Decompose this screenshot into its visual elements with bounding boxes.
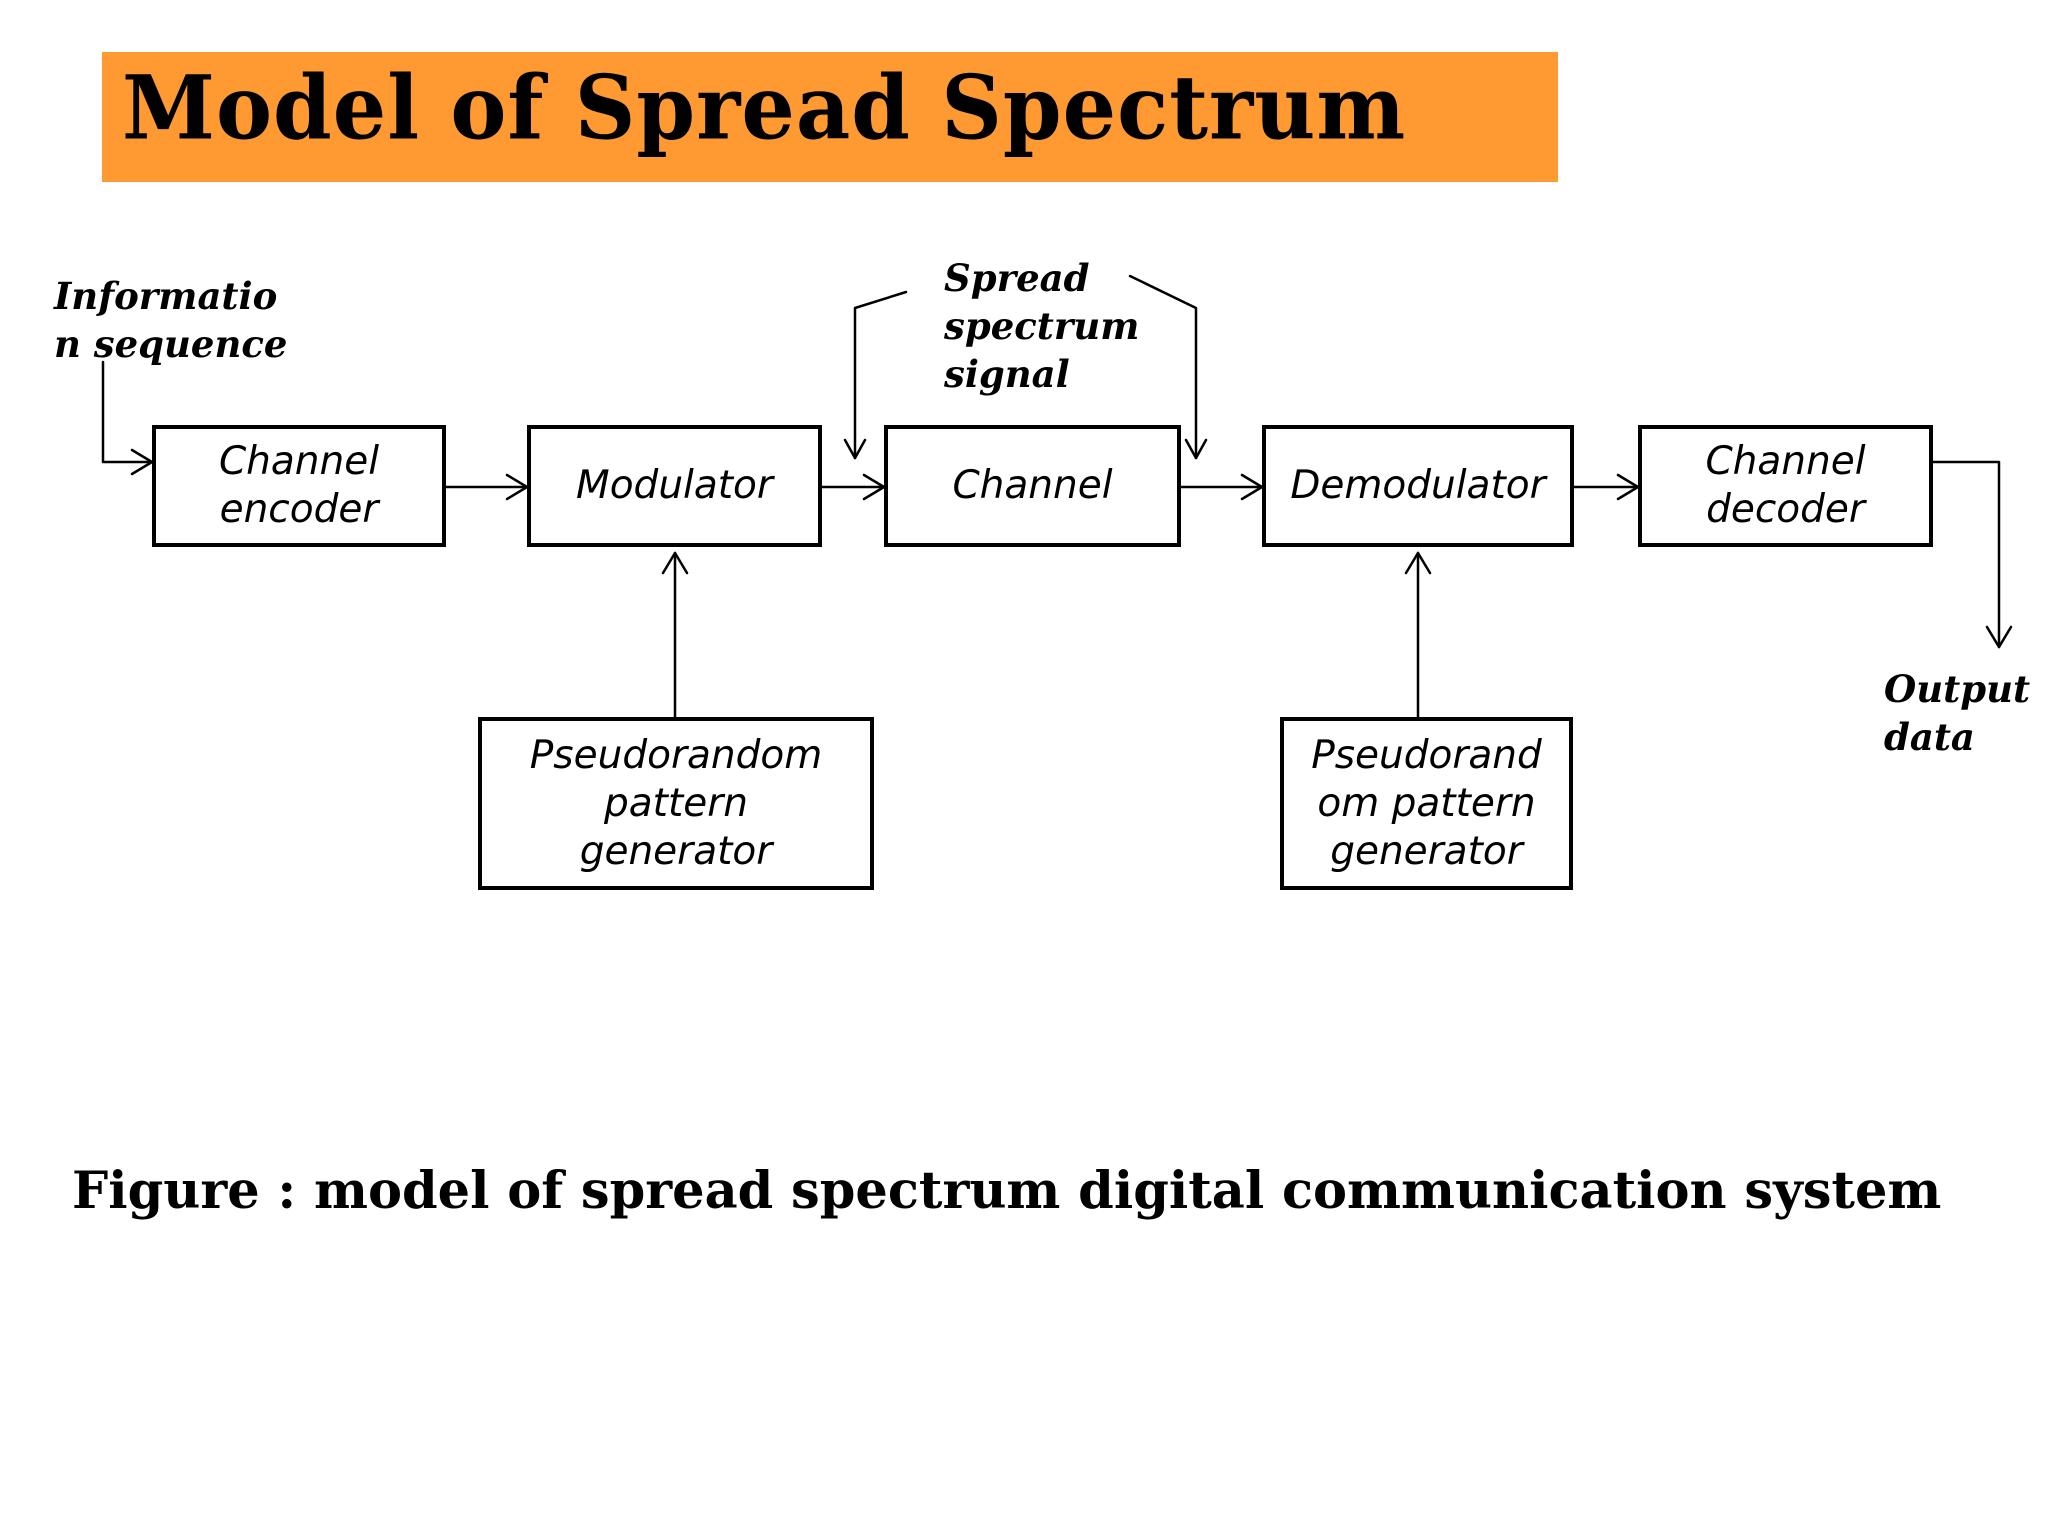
channel-decoder-block: Channel decoder: [1638, 425, 1933, 547]
modulator-block: Modulator: [527, 425, 822, 547]
input-label: Informatio n sequence: [54, 274, 288, 366]
channel-encoder-label: Channel encoder: [218, 439, 380, 532]
pn-tx-arrowhead: [661, 551, 689, 575]
title-banner: [102, 52, 1558, 182]
output-label: Output data: [1884, 667, 2031, 759]
spread-right-arrowhead: [1184, 438, 1208, 460]
channel-encoder-block: Channel encoder: [152, 425, 446, 547]
output-arrowhead: [1985, 625, 2013, 649]
pn-generator-rx-label: Pseudorand om pattern generator: [1311, 732, 1542, 874]
pn-rx-arrowhead: [1404, 551, 1432, 575]
spread-left-pointer: [853, 290, 908, 460]
spread-spectrum-label: Spread spectrum signal: [944, 256, 1140, 396]
page-title: Model of Spread Spectrum: [122, 55, 1407, 160]
spread-right-pointer: [1128, 274, 1198, 460]
modulator-label: Modulator: [576, 463, 773, 508]
output-arrow: [1931, 460, 2001, 649]
pn-generator-tx-label: Pseudorandom pattern generator: [529, 732, 823, 874]
demodulator-block: Demodulator: [1262, 425, 1574, 547]
pn-generator-rx-block: Pseudorand om pattern generator: [1280, 717, 1573, 890]
channel-block: Channel: [884, 425, 1181, 547]
spread-left-arrowhead: [843, 438, 867, 460]
demodulator-label: Demodulator: [1290, 463, 1546, 508]
pn-generator-tx-block: Pseudorandom pattern generator: [478, 717, 874, 890]
channel-decoder-label: Channel decoder: [1705, 439, 1866, 532]
channel-label: Channel: [952, 463, 1113, 508]
figure-caption: Figure : model of spread spectrum digita…: [72, 1161, 1942, 1221]
input-arrow: [101, 360, 154, 464]
